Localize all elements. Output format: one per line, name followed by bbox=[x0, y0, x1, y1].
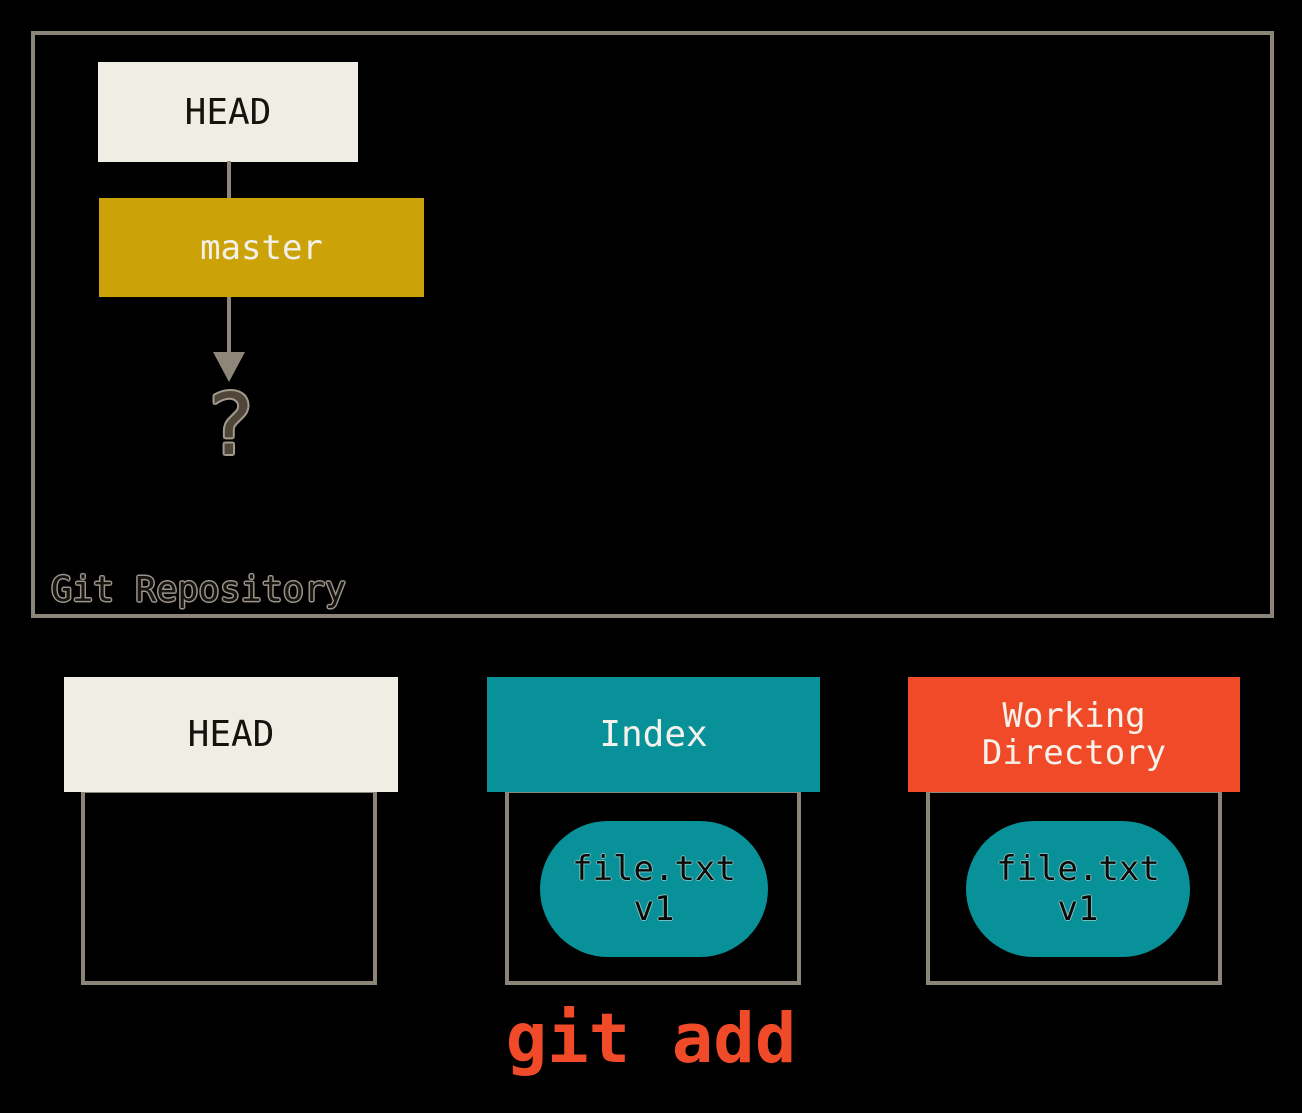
working-directory-file-blob: file.txt v1 bbox=[966, 821, 1190, 957]
head-column-box bbox=[81, 789, 377, 985]
git-add-command-label: git add bbox=[505, 999, 797, 1079]
git-repository-box bbox=[31, 31, 1274, 618]
repo-head-node: HEAD bbox=[98, 62, 358, 162]
down-arrow-icon bbox=[213, 352, 245, 382]
repo-master-label: master bbox=[200, 227, 323, 268]
index-column-header: Index bbox=[487, 677, 820, 792]
git-repository-label: Git Repository bbox=[51, 570, 347, 610]
head-column-header: HEAD bbox=[64, 677, 398, 792]
repo-master-node: master bbox=[99, 198, 424, 297]
head-column-title: HEAD bbox=[187, 714, 275, 755]
working-directory-column-header: Working Directory bbox=[908, 677, 1240, 792]
working-directory-file-version: v1 bbox=[1057, 889, 1099, 929]
head-to-master-connector bbox=[227, 161, 231, 199]
working-directory-column-title: Working Directory bbox=[981, 695, 1167, 773]
index-file-name: file.txt bbox=[572, 849, 736, 889]
index-file-blob: file.txt v1 bbox=[540, 821, 768, 957]
unknown-commit-label: ? bbox=[204, 376, 256, 475]
index-column-title: Index bbox=[599, 714, 708, 755]
master-to-unknown-connector bbox=[227, 297, 231, 354]
working-directory-file-name: file.txt bbox=[996, 849, 1160, 889]
repo-head-label: HEAD bbox=[184, 91, 272, 133]
index-file-version: v1 bbox=[633, 889, 675, 929]
